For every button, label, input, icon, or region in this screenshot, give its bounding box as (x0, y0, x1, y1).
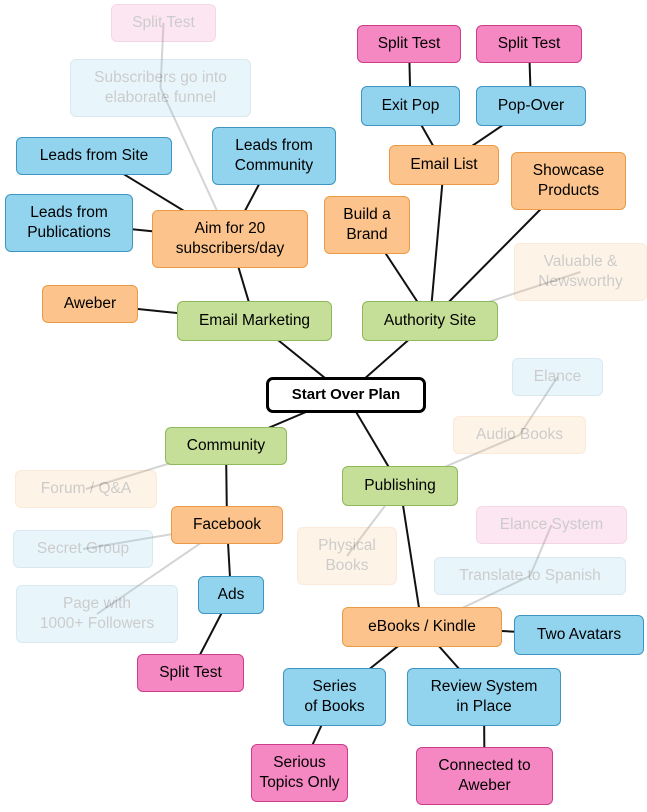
node-authority-site[interactable]: Authority Site (362, 301, 498, 341)
node-elance-system[interactable]: Elance System (476, 506, 627, 544)
node-connected-aweber[interactable]: Connected to Aweber (416, 747, 553, 805)
node-review-system[interactable]: Review System in Place (407, 668, 561, 726)
node-pop-over[interactable]: Pop-Over (476, 86, 586, 126)
node-build-brand[interactable]: Build a Brand (324, 196, 410, 254)
node-elance[interactable]: Elance (512, 358, 603, 396)
node-root[interactable]: Start Over Plan (266, 377, 426, 413)
edge-translate-elance_system (529, 524, 553, 577)
node-exit-pop[interactable]: Exit Pop (361, 86, 460, 126)
edge-subs_funnel-split_faded (159, 22, 165, 89)
edge-authority_site-email_list (429, 164, 445, 322)
node-split-ads[interactable]: Split Test (137, 654, 244, 692)
node-subs-funnel[interactable]: Subscribers go into elaborate funnel (70, 59, 251, 117)
node-ads[interactable]: Ads (198, 576, 264, 614)
node-secret-group[interactable]: Secret Group (13, 530, 153, 568)
node-publishing[interactable]: Publishing (342, 466, 458, 506)
node-ebooks[interactable]: eBooks / Kindle (342, 607, 502, 647)
node-translate[interactable]: Translate to Spanish (434, 557, 626, 595)
node-leads-site[interactable]: Leads from Site (16, 137, 172, 175)
node-aim20[interactable]: Aim for 20 subscribers/day (152, 210, 308, 268)
node-community[interactable]: Community (165, 427, 287, 465)
node-split-pop[interactable]: Split Test (476, 25, 582, 63)
node-leads-comm[interactable]: Leads from Community (212, 127, 336, 185)
node-valuable[interactable]: Valuable & Newsworthy (514, 243, 647, 301)
node-showcase[interactable]: Showcase Products (511, 152, 626, 210)
node-serious-topics[interactable]: Serious Topics Only (251, 744, 348, 802)
node-split-exit[interactable]: Split Test (357, 25, 461, 63)
node-series[interactable]: Series of Books (283, 668, 386, 726)
node-facebook[interactable]: Facebook (171, 506, 283, 544)
node-page-followers[interactable]: Page with 1000+ Followers (16, 585, 178, 643)
node-email-marketing[interactable]: Email Marketing (177, 301, 332, 341)
node-split-faded[interactable]: Split Test (111, 4, 216, 42)
node-physical-books[interactable]: Physical Books (297, 527, 397, 585)
node-leads-pubs[interactable]: Leads from Publications (5, 194, 133, 252)
edge-publishing-ebooks (399, 485, 423, 628)
node-email-list[interactable]: Email List (389, 145, 499, 185)
node-aweber[interactable]: Aweber (42, 285, 138, 323)
node-two-avatars[interactable]: Two Avatars (514, 615, 644, 655)
node-forum[interactable]: Forum / Q&A (15, 470, 157, 508)
edge-audio_books-elance (518, 376, 559, 436)
node-audio-books[interactable]: Audio Books (453, 416, 586, 454)
